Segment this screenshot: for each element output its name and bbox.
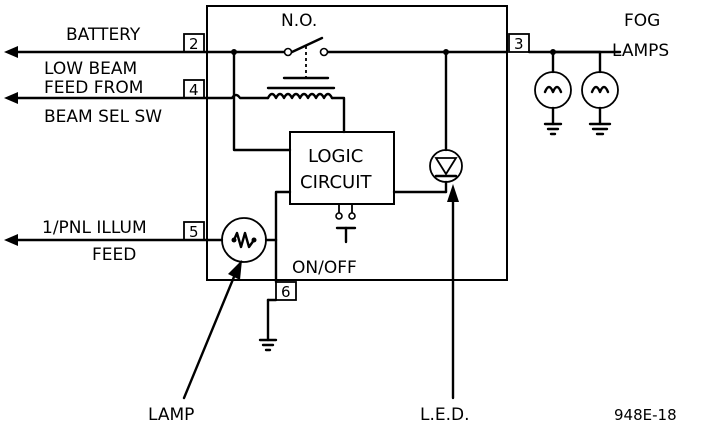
svg-text:2: 2 — [189, 35, 199, 53]
on-off-label: ON/OFF — [292, 258, 357, 278]
led-indicator — [392, 50, 463, 194]
fog-label: FOG — [624, 11, 660, 31]
lamps-label: LAMPS — [612, 41, 669, 61]
module-ground — [258, 238, 278, 352]
panel-illum-label: 1/PNL ILLUM — [42, 218, 147, 238]
led-callout-arrow — [447, 184, 459, 400]
switch-module-outline — [206, 5, 508, 281]
svg-text:4: 4 — [189, 81, 199, 99]
battery-input-arrow — [4, 46, 208, 58]
relay-coil — [205, 86, 346, 134]
panel-illum-input-arrow — [4, 234, 208, 246]
fog-lamp-right — [551, 50, 619, 136]
svg-text:5: 5 — [189, 223, 199, 241]
logic-supply-wire — [232, 50, 292, 152]
low-beam-label: LOW BEAM — [44, 59, 137, 79]
pin-6: 6 — [275, 281, 297, 301]
battery-label: BATTERY — [66, 25, 141, 45]
figure-code: 948E-18 — [614, 406, 677, 424]
pin-4: 4 — [183, 79, 205, 99]
logic-circuit-box — [289, 131, 395, 205]
svg-text:6: 6 — [281, 283, 291, 301]
beam-sel-sw-label: BEAM SEL SW — [44, 107, 162, 127]
lamp-callout-label: LAMP — [148, 405, 194, 425]
lamp-callout-arrow — [182, 260, 242, 400]
low-beam-input-arrow — [4, 92, 208, 104]
pin-2: 2 — [183, 33, 205, 53]
logic-label: LOGIC — [308, 146, 363, 167]
relay-contact — [282, 36, 330, 80]
battery-bus-wire — [205, 49, 509, 55]
feed-label: FEED — [92, 245, 136, 265]
normally-open-label: N.O. — [281, 11, 317, 31]
pin-3: 3 — [508, 33, 530, 53]
on-off-switch — [335, 204, 357, 244]
fog-lamp-left — [534, 50, 572, 136]
led-callout-label: L.E.D. — [420, 405, 470, 425]
circuit-label: CIRCUIT — [300, 172, 373, 193]
panel-lamp — [205, 190, 292, 263]
pin-5: 5 — [183, 221, 205, 241]
feed-from-label: FEED FROM — [44, 78, 143, 98]
svg-text:3: 3 — [514, 35, 524, 53]
